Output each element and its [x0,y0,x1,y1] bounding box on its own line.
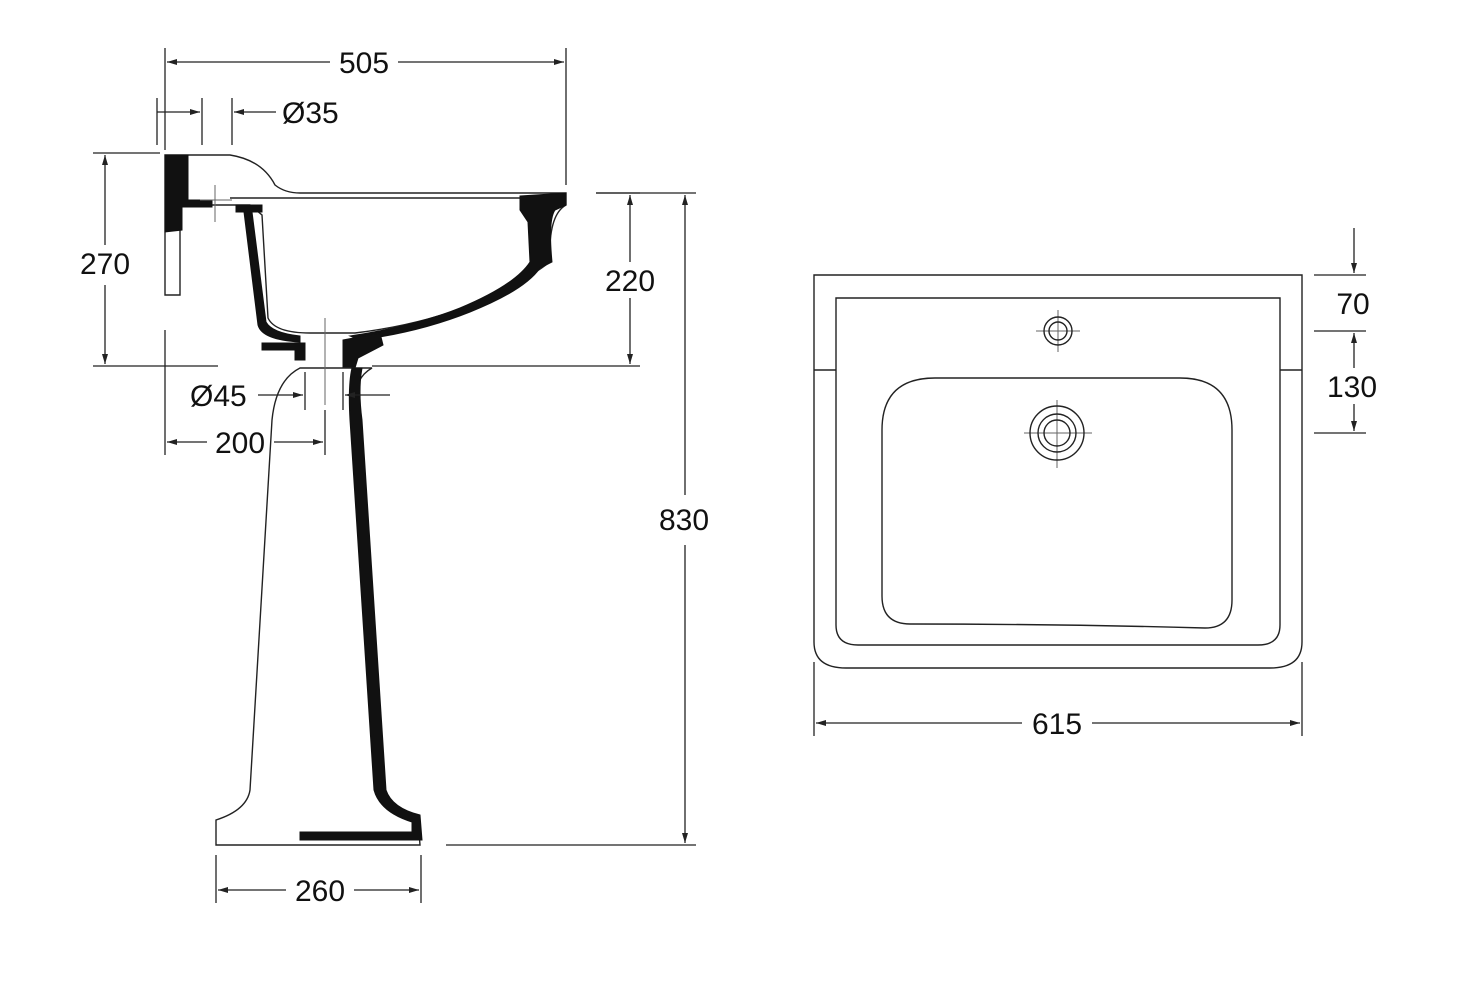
bowl-outline [881,377,1233,629]
top-view: 615 70 130 [813,228,1377,741]
pedestal-section [299,367,423,841]
waste-outlet-section [342,332,384,369]
dim-waste-offset: 200 [215,427,265,460]
dim-pedestal-base: 260 [295,875,345,908]
dim-waste-dia: Ø45 [190,380,247,413]
dim-bowl-depth: 220 [605,265,655,298]
dim-tap-offset: 70 [1336,288,1369,321]
waste-outlet [1024,400,1092,468]
basin-body-outline [164,154,567,334]
basin-deck-outline [835,297,1281,646]
bowl-section [235,204,301,343]
dim-tap-hole-dia: Ø35 [282,97,339,130]
dim-total-height: 830 [659,504,709,537]
tap-hole [1036,310,1080,352]
basin-outer-outline [813,274,1303,669]
dim-overall-depth: 505 [339,47,389,80]
waste-outlet-left [261,342,306,361]
dim-overall-width: 615 [1032,708,1082,741]
back-wall-section [164,154,213,233]
side-view: 505 Ø35 270 220 Ø45 200 [80,47,709,908]
bowl-shell-section [348,192,567,341]
dim-basin-height: 270 [80,248,130,281]
dim-waste-offset-top: 130 [1327,371,1377,404]
